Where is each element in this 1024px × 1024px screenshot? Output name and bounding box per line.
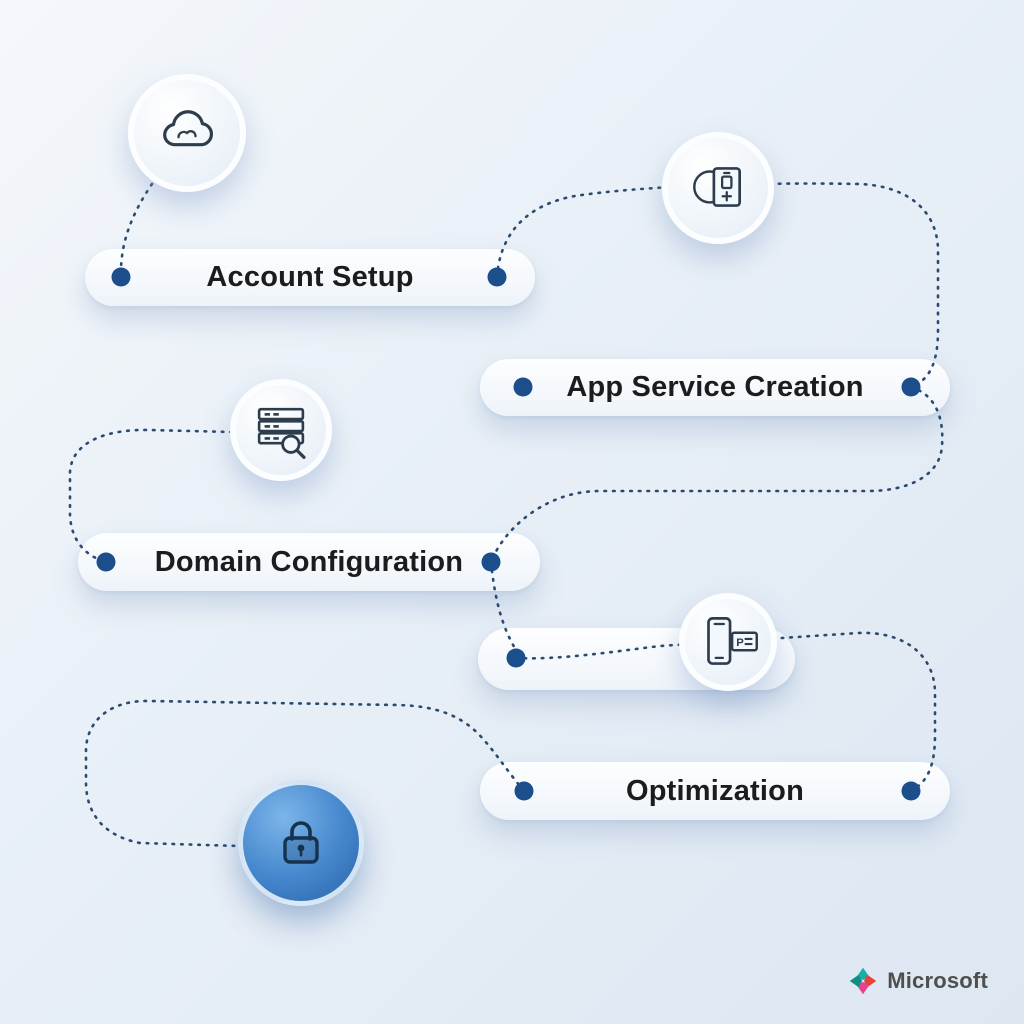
server-search-icon-circle	[230, 379, 332, 481]
cloud-icon-circle	[128, 74, 246, 192]
step-label-account-setup: Account Setup	[206, 261, 414, 293]
step-pill-domain-configuration: Domain Configuration	[78, 533, 540, 591]
cloud-icon	[163, 110, 214, 147]
phone-card-letter: P	[736, 637, 744, 649]
step-label-domain-configuration: Domain Configuration	[154, 545, 464, 578]
phone-payment-icon: P	[707, 617, 758, 665]
server-search-icon	[257, 407, 306, 459]
brand-footer: Microsoft	[848, 966, 988, 996]
step-pill-account-setup: Account Setup	[85, 249, 535, 306]
step-label-app-service-creation: App Service Creation	[566, 371, 864, 403]
phone-payment-icon-circle: P	[679, 593, 777, 691]
brand-name: Microsoft	[887, 968, 988, 993]
microsoft-logo-icon	[849, 967, 877, 995]
step-pill-app-service-creation: App Service Creation	[480, 359, 950, 416]
lock-icon-circle	[238, 780, 364, 906]
lock-icon	[283, 821, 319, 864]
id-card-icon-circle	[662, 132, 774, 244]
step-label-optimization: Optimization	[625, 774, 804, 807]
id-card-icon	[693, 167, 741, 207]
step-pill-optimization: Optimization	[480, 762, 950, 820]
